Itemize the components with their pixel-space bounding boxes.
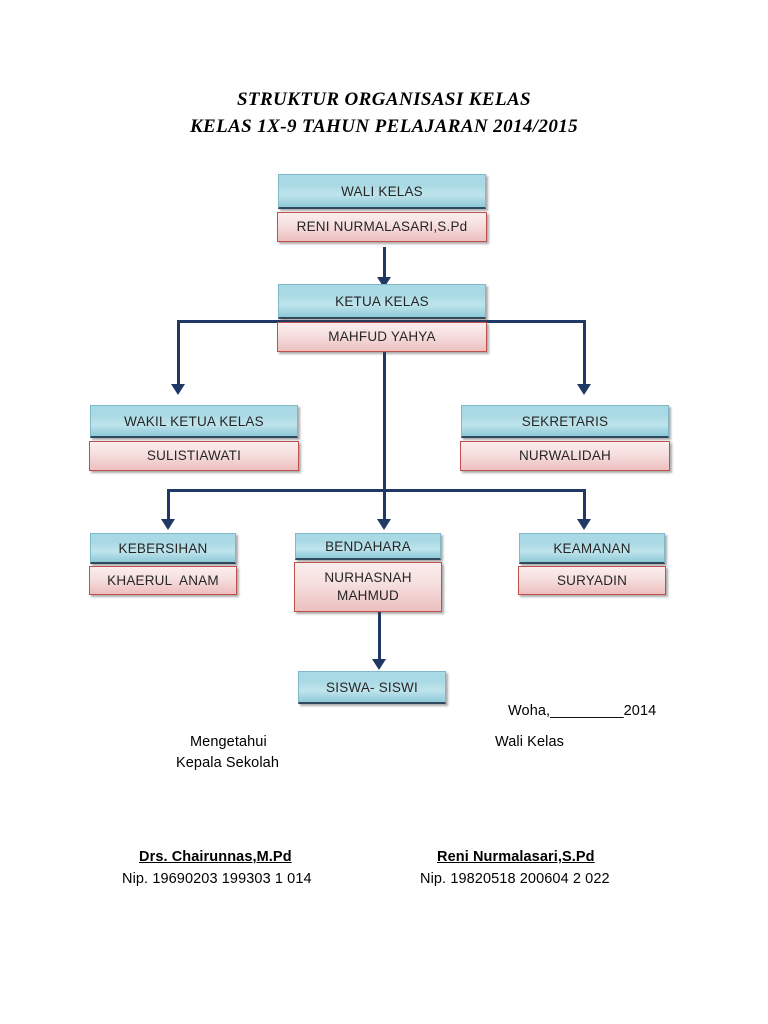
node-bendahara-person-line1: NURHASNAH: [324, 570, 412, 585]
node-bendahara[interactable]: BENDAHARA: [295, 533, 441, 560]
node-keamanan-role: KEAMANAN: [519, 533, 665, 564]
left-signature-name: Drs. Chairunnas,M.Pd: [139, 849, 292, 865]
connector-wali-to-ketua: [383, 247, 386, 279]
connector-bus-row3: [167, 489, 586, 492]
node-wali-kelas-role: WALI KELAS: [278, 174, 486, 209]
node-keamanan[interactable]: KEAMANAN: [519, 533, 665, 564]
node-ketua-kelas-role: KETUA KELAS: [278, 284, 486, 319]
node-bendahara-person-box[interactable]: NURHASNAH MAHMUD: [294, 562, 442, 612]
node-wali-kelas-person-box[interactable]: RENI NURMALASARI,S.Pd: [277, 212, 487, 242]
node-kebersihan-person-box[interactable]: KHAERUL ANAM: [89, 566, 237, 595]
connector-bus3-right-drop: [583, 489, 586, 521]
node-keamanan-person-box[interactable]: SURYADIN: [518, 566, 666, 595]
node-kebersihan[interactable]: KEBERSIHAN: [90, 533, 236, 564]
connector-bus2-left-drop: [177, 320, 180, 386]
connector-bus2-right-drop: [583, 320, 586, 386]
node-bendahara-person: NURHASNAH MAHMUD: [294, 562, 442, 612]
connector-spine-center: [383, 352, 386, 492]
connector-bus3-left-drop: [167, 489, 170, 521]
node-wakil-ketua-kelas-person-box[interactable]: SULISTIAWATI: [89, 441, 299, 471]
title-line-1: STRUKTUR ORGANISASI KELAS: [236, 89, 532, 110]
connector-bus3-center-drop: [383, 489, 386, 521]
left-signer-role: Kepala Sekolah: [176, 755, 279, 771]
node-wakil-ketua-kelas-person: SULISTIAWATI: [89, 441, 299, 471]
arrow-keamanan: [577, 519, 591, 530]
arrow-ketua: [377, 277, 391, 288]
node-kebersihan-person: KHAERUL ANAM: [89, 566, 237, 595]
node-wakil-ketua-kelas[interactable]: WAKIL KETUA KELAS: [90, 405, 298, 438]
node-kebersihan-role: KEBERSIHAN: [90, 533, 236, 564]
right-signature-nip: Nip. 19820518 200604 2 022: [420, 871, 610, 887]
title-line-2: KELAS 1X-9 TAHUN PELAJARAN 2014/2015: [189, 116, 579, 137]
node-bendahara-role: BENDAHARA: [295, 533, 441, 560]
node-sekretaris[interactable]: SEKRETARIS: [461, 405, 669, 438]
node-ketua-kelas[interactable]: KETUA KELAS: [278, 284, 486, 319]
node-siswa-siswi-role: SISWA- SISWI: [298, 671, 446, 704]
arrow-bendahara: [377, 519, 391, 530]
left-signature-nip: Nip. 19690203 199303 1 014: [122, 871, 312, 887]
arrow-wakil-ketua: [171, 384, 185, 395]
arrow-sekretaris: [577, 384, 591, 395]
node-ketua-kelas-person: MAHFUD YAHYA: [277, 322, 487, 352]
node-sekretaris-person: NURWALIDAH: [460, 441, 670, 471]
arrow-siswa: [372, 659, 386, 670]
node-sekretaris-role: SEKRETARIS: [461, 405, 669, 438]
node-wali-kelas-person: RENI NURMALASARI,S.Pd: [277, 212, 487, 242]
left-acknowledge-label: Mengetahui: [190, 734, 267, 750]
node-ketua-kelas-person-box[interactable]: MAHFUD YAHYA: [277, 322, 487, 352]
place-date: Woha,_________2014: [508, 703, 657, 719]
node-bendahara-person-line2: MAHMUD: [337, 588, 399, 603]
node-sekretaris-person-box[interactable]: NURWALIDAH: [460, 441, 670, 471]
right-signature-name: Reni Nurmalasari,S.Pd: [437, 849, 595, 865]
node-wakil-ketua-kelas-role: WAKIL KETUA KELAS: [90, 405, 298, 438]
page-title: STRUKTUR ORGANISASI KELAS KELAS 1X-9 TAH…: [0, 86, 768, 140]
node-siswa-siswi[interactable]: SISWA- SISWI: [298, 671, 446, 704]
connector-bendahara-to-siswa: [378, 611, 381, 661]
connector-bus-row2: [177, 320, 586, 323]
arrow-kebersihan: [161, 519, 175, 530]
node-keamanan-person: SURYADIN: [518, 566, 666, 595]
node-wali-kelas[interactable]: WALI KELAS: [278, 174, 486, 209]
right-signer-role: Wali Kelas: [495, 734, 564, 750]
